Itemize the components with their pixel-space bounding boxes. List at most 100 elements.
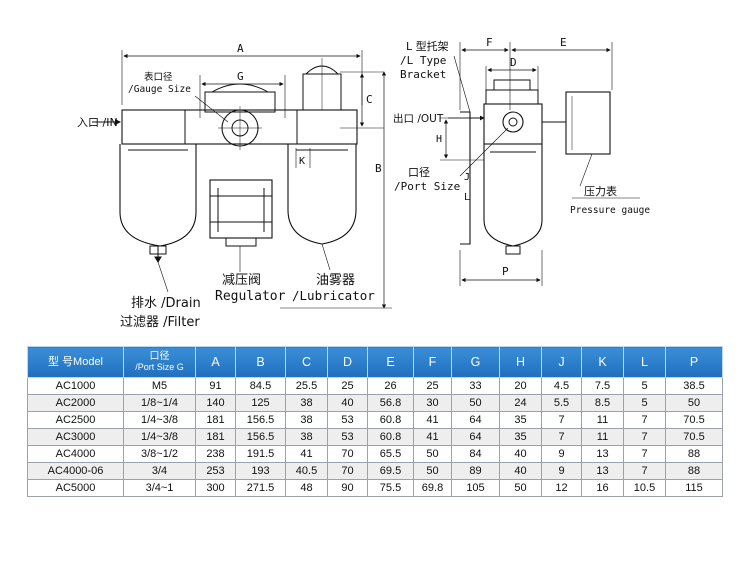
port-size-en: /Port Size [394, 180, 460, 193]
dim-h-label: H [436, 134, 442, 145]
dimension-cell: 70.5 [665, 428, 723, 446]
port-size-cell: 1/8~1/4 [123, 394, 196, 412]
gauge-size-en: /Gauge Size [128, 84, 191, 95]
dimension-cell: 50 [413, 462, 452, 480]
pressure-gauge-en: Pressure gauge [570, 205, 650, 216]
dimension-cell: 25 [413, 377, 452, 395]
port-size-cell: M5 [123, 377, 196, 395]
dim-d-label: D [510, 56, 517, 69]
dimension-cell: 40 [499, 445, 542, 463]
dimension-cell: 60.8 [367, 428, 414, 446]
col-header: A [195, 346, 236, 378]
regulator-cn: 减压阀 [222, 273, 261, 288]
dimension-cell: 5 [623, 394, 666, 412]
dimension-cell: 69.8 [413, 479, 452, 497]
dim-c-label: C [366, 93, 373, 106]
dimension-cell: 70 [327, 462, 368, 480]
dimension-cell: 12 [541, 479, 582, 497]
dimension-cell: 35 [499, 428, 542, 446]
col-header: H [499, 346, 542, 378]
dimension-cell: 50 [499, 479, 542, 497]
dimension-cell: 193 [235, 462, 286, 480]
lubricator-cn: 油雾器 [316, 273, 355, 288]
dimension-cell: 7 [623, 411, 666, 429]
dimension-cell: 9 [541, 445, 582, 463]
port-size-cn: 口径 [408, 166, 430, 179]
port-size-header: 口径 /Port Size G [123, 346, 196, 378]
dimension-cell: 7 [623, 462, 666, 480]
col-header: K [581, 346, 624, 378]
dimension-cell: 191.5 [235, 445, 286, 463]
dimension-cell: 4.5 [541, 377, 582, 395]
dimension-cell: 140 [195, 394, 236, 412]
dimension-cell: 7 [623, 445, 666, 463]
col-header: D [327, 346, 368, 378]
dimension-cell: 20 [499, 377, 542, 395]
dimension-cell: 70 [327, 445, 368, 463]
port-size-cell: 1/4~3/8 [123, 428, 196, 446]
dimension-cell: 35 [499, 411, 542, 429]
spec-table: 型 号Model 口径 /Port Size G A B C D E F G H… [27, 346, 723, 497]
dimension-cell: 50 [413, 445, 452, 463]
dimension-cell: 48 [285, 479, 328, 497]
bracket-en2: Bracket [400, 68, 446, 81]
dimension-cell: 24 [499, 394, 542, 412]
port-size-cell: 3/8~1/2 [123, 445, 196, 463]
dimension-cell: 11 [581, 428, 624, 446]
model-cell: AC4000-06 [27, 462, 124, 480]
dimension-cell: 8.5 [581, 394, 624, 412]
port-size-cell: 3/4 [123, 462, 196, 480]
model-cell: AC2000 [27, 394, 124, 412]
dimension-cell: 84.5 [235, 377, 286, 395]
dim-l-label: L [464, 192, 470, 203]
dimension-cell: 41 [285, 445, 328, 463]
model-cell: AC2500 [27, 411, 124, 429]
dimension-cell: 300 [195, 479, 236, 497]
dimension-cell: 7.5 [581, 377, 624, 395]
col-header: B [235, 346, 286, 378]
dimension-cell: 271.5 [235, 479, 286, 497]
dimension-cell: 7 [623, 428, 666, 446]
dimension-cell: 38 [285, 428, 328, 446]
front-view-labels: A G C B K 表口径 /Gauge Size 入口 /IN 减压阀 Reg… [77, 42, 382, 330]
filter-label: 过滤器 /Filter [120, 315, 200, 330]
dimension-cell: 7 [541, 411, 582, 429]
dimension-cell: 88 [665, 462, 723, 480]
dim-f-label: F [486, 36, 493, 49]
dimension-cell: 156.5 [235, 428, 286, 446]
dim-a-label: A [237, 42, 244, 55]
model-cell: AC4000 [27, 445, 124, 463]
front-view [92, 50, 392, 309]
dim-e-label: E [560, 36, 567, 49]
dimension-cell: 10.5 [623, 479, 666, 497]
dimension-cell: 181 [195, 411, 236, 429]
dimension-cell: 9 [541, 462, 582, 480]
model-cell: AC1000 [27, 377, 124, 395]
dim-k-label: K [299, 156, 305, 167]
dim-b-label: B [375, 162, 382, 175]
dimension-cell: 88 [665, 445, 723, 463]
dimension-cell: 50 [451, 394, 500, 412]
dimension-cell: 84 [451, 445, 500, 463]
dimension-cell: 53 [327, 411, 368, 429]
pressure-gauge-cn: 压力表 [584, 184, 617, 198]
dimension-cell: 238 [195, 445, 236, 463]
gauge-size-cn: 表口径 [144, 71, 173, 83]
outlet-label: 出口 /OUT [393, 112, 444, 125]
dimension-cell: 50 [665, 394, 723, 412]
dimension-cell: 26 [367, 377, 414, 395]
dimension-cell: 89 [451, 462, 500, 480]
inlet-label: 入口 /IN [77, 116, 118, 129]
drain-label: 排水 /Drain [131, 296, 201, 311]
dimension-cell: 25 [327, 377, 368, 395]
dimension-cell: 64 [451, 411, 500, 429]
dimension-cell: 156.5 [235, 411, 286, 429]
port-size-cell: 1/4~3/8 [123, 411, 196, 429]
model-cell: AC3000 [27, 428, 124, 446]
model-cell: AC5000 [27, 479, 124, 497]
